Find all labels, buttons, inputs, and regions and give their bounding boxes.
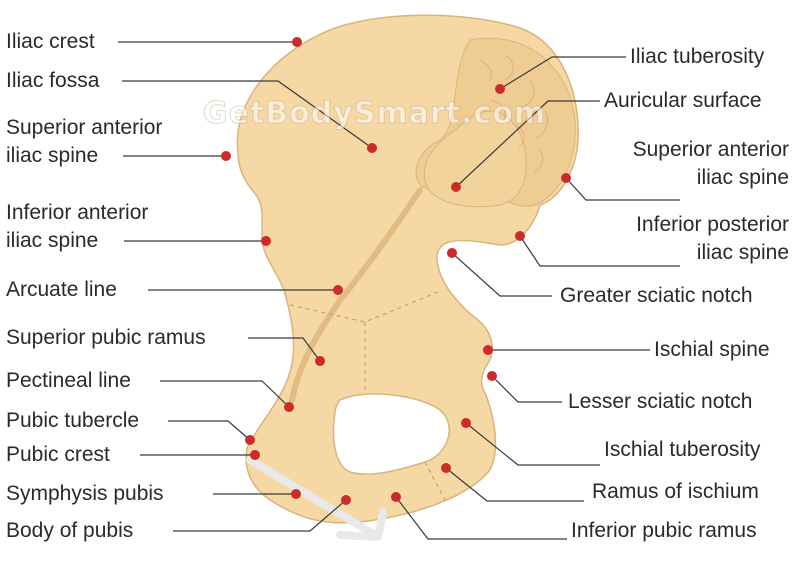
- marker-iliac-tuberosity: [495, 84, 505, 94]
- label-greater-sciatic-notch: Greater sciatic notch: [560, 284, 753, 307]
- label-ischial-spine: Ischial spine: [654, 338, 770, 361]
- label-iliac-crest: Iliac crest: [6, 30, 95, 53]
- label-ischial-tuberosity: Ischial tuberosity: [604, 438, 761, 461]
- tuberosity-texture: [479, 54, 548, 173]
- marker-superior-posterior-iliac-spine: [561, 173, 571, 183]
- marker-inferior-anterior-iliac-spine: [261, 236, 271, 246]
- marker-superior-pubic-ramus: [315, 356, 325, 366]
- marker-iliac-crest: [292, 37, 302, 47]
- label-pubic-crest: Pubic crest: [6, 443, 110, 466]
- label-superior-pubic-ramus: Superior pubic ramus: [6, 326, 206, 349]
- marker-symphysis-pubis: [291, 489, 301, 499]
- acetabulum-sutures: [289, 291, 446, 501]
- marker-superior-anterior-iliac-spine: [221, 151, 231, 161]
- marker-arcuate-line: [333, 285, 343, 295]
- marker-pubic-crest: [250, 450, 260, 460]
- label-lesser-sciatic-notch: Lesser sciatic notch: [568, 390, 753, 413]
- marker-ischial-spine: [483, 345, 493, 355]
- label-ramus-of-ischium: Ramus of ischium: [592, 480, 759, 503]
- leader-lines: [118, 41, 680, 540]
- marker-iliac-fossa: [367, 143, 377, 153]
- watermark-arrow: [246, 456, 387, 541]
- label-pubic-tubercle: Pubic tubercle: [6, 409, 140, 432]
- marker-greater-sciatic-notch: [447, 248, 457, 258]
- label-auricular-surface: Auricular surface: [604, 89, 762, 112]
- marker-body-of-pubis: [341, 495, 351, 505]
- label-symphysis-pubis: Symphysis pubis: [6, 482, 164, 505]
- label-body-of-pubis: Body of pubis: [6, 519, 134, 542]
- label-arcuate-line: Arcuate line: [6, 278, 117, 301]
- auricular-surface-region: [424, 110, 527, 208]
- label-superior-posterior-iliac-spine-line2: iliac spine: [696, 166, 789, 189]
- marker-pectineal-line: [284, 402, 294, 412]
- label-pectineal-line: Pectineal line: [6, 369, 131, 392]
- label-inferior-posterior-iliac-spine-line1: Inferior posterior: [636, 213, 789, 236]
- label-superior-anterior-iliac-spine-line2: iliac spine: [6, 144, 99, 167]
- label-iliac-tuberosity: Iliac tuberosity: [630, 45, 765, 68]
- label-inferior-pubic-ramus: Inferior pubic ramus: [571, 519, 757, 542]
- marker-ischial-tuberosity: [461, 418, 471, 428]
- label-superior-posterior-iliac-spine-line1: Superior anterior: [632, 138, 789, 161]
- marker-auricular-surface: [451, 182, 461, 192]
- label-inferior-anterior-iliac-spine-line1: Inferior anterior: [6, 201, 149, 224]
- obturator-foramen: [332, 393, 450, 475]
- label-inferior-anterior-iliac-spine-line2: iliac spine: [6, 229, 99, 252]
- label-iliac-fossa: Iliac fossa: [6, 69, 100, 92]
- label-superior-anterior-iliac-spine-line1: Superior anterior: [6, 116, 163, 139]
- marker-pubic-tubercle: [245, 435, 255, 445]
- marker-inferior-posterior-iliac-spine: [515, 231, 525, 241]
- marker-lesser-sciatic-notch: [487, 371, 497, 381]
- marker-ramus-of-ischium: [441, 463, 451, 473]
- marker-inferior-pubic-ramus: [391, 492, 401, 502]
- landmark-markers: [221, 37, 571, 505]
- watermark-text: GetBodySmart.com: [202, 96, 547, 132]
- label-inferior-posterior-iliac-spine-line2: iliac spine: [696, 241, 789, 264]
- iliac-ridge: [289, 187, 423, 403]
